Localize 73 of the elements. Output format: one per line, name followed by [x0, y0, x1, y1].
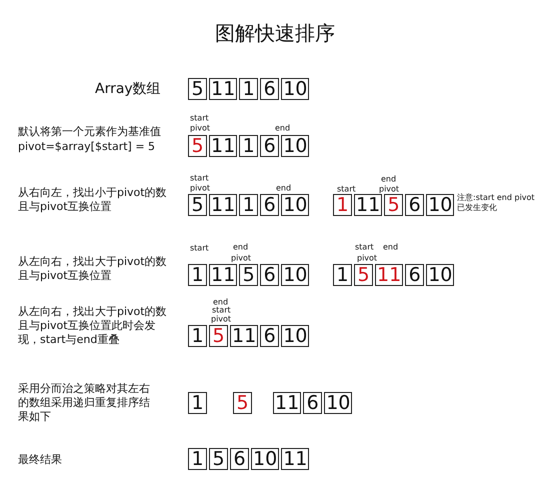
pointer-label: end	[276, 184, 292, 192]
pointer-label: end	[213, 298, 228, 306]
pointer-label: end	[383, 242, 398, 252]
pointer-label: pivot	[190, 124, 210, 132]
step-description: 从左向右，找出大于pivot的数且与pivot互换位置此时会发现，start与end重叠	[18, 305, 168, 347]
number-cell: 1	[239, 78, 258, 100]
pointer-label: start	[190, 114, 209, 122]
number-cell: 1	[188, 264, 207, 286]
number-cell: 10	[281, 135, 310, 157]
number-cell: 11	[281, 448, 310, 470]
number-cell: 1	[333, 194, 352, 216]
number-cell: 6	[260, 135, 280, 157]
pointer-label: pivot	[231, 254, 252, 262]
pointer-label: start	[355, 242, 374, 252]
number-cell: 11	[209, 135, 238, 157]
pointer-label: start	[337, 184, 356, 194]
number-cell: 6	[260, 264, 280, 286]
number-cell: 1	[188, 448, 207, 470]
title: 图解快速排序	[214, 20, 336, 47]
number-cell: 1	[239, 135, 258, 157]
number-cell: 11	[209, 78, 238, 100]
pointer-label: pivot	[379, 184, 400, 194]
number-cell: 6	[405, 194, 424, 216]
step-description: 从右向左，找出小于pivot的数且与pivot互换位置	[18, 186, 168, 214]
pointer-label: pivot	[211, 314, 232, 324]
step-description: 默认将第一个元素作为基准值	[18, 125, 161, 139]
number-cell: 5	[233, 392, 252, 414]
number-cell: 10	[251, 448, 280, 470]
number-cell: 6	[260, 78, 280, 100]
number-cell: 6	[303, 392, 322, 414]
number-cell: 11	[230, 325, 258, 347]
pointer-label: pivot	[190, 184, 210, 192]
number-cell: 5	[209, 448, 228, 470]
number-cell: 6	[260, 325, 280, 347]
number-cell: 11	[375, 264, 404, 286]
number-cell: 5	[188, 78, 207, 100]
number-cell: 6	[260, 194, 280, 216]
number-cell: 11	[273, 392, 302, 414]
pointer-label: start	[212, 306, 231, 314]
number-cell: 10	[426, 264, 454, 286]
number-cell: 10	[281, 78, 310, 100]
number-cell: 11	[209, 264, 238, 286]
number-cell: 5	[384, 194, 404, 216]
number-cell: 10	[281, 325, 310, 347]
step-description: 最终结果	[18, 453, 62, 467]
number-cell: 1	[188, 392, 207, 414]
number-cell: 10	[281, 264, 310, 286]
step-description: 从左向右，找出大于pivot的数且与pivot互换位置	[18, 255, 168, 283]
number-cell: 5	[188, 194, 207, 216]
number-cell: 1	[188, 325, 207, 347]
number-cell: 5	[239, 264, 258, 286]
number-cell: 1	[239, 194, 258, 216]
number-cell: 5	[209, 325, 228, 347]
pointer-label: start	[190, 244, 209, 252]
number-cell: 5	[188, 135, 207, 157]
step-description: pivot=$array[$start] = 5	[18, 140, 156, 154]
pointer-label: end	[233, 242, 248, 252]
number-cell: 1	[333, 264, 352, 286]
number-cell: 6	[405, 264, 424, 286]
pointer-label: start	[190, 174, 209, 182]
number-cell: 6	[230, 448, 249, 470]
pointer-label: end	[381, 174, 396, 184]
pointer-label: pivot	[357, 254, 378, 262]
pointer-label: end	[275, 124, 290, 132]
number-cell: 5	[354, 264, 373, 286]
number-cell: 10	[426, 194, 454, 216]
number-cell: 10	[281, 194, 310, 216]
note: 注意:start end pivot已发生变化	[457, 193, 536, 213]
number-cell: 11	[209, 194, 238, 216]
number-cell: 11	[354, 194, 382, 216]
number-cell: 10	[324, 392, 352, 414]
step-description: 采用分而治之策略对其左右的数组采用递归重复排序结果如下	[18, 382, 151, 424]
row-label: Array数组	[95, 82, 161, 96]
